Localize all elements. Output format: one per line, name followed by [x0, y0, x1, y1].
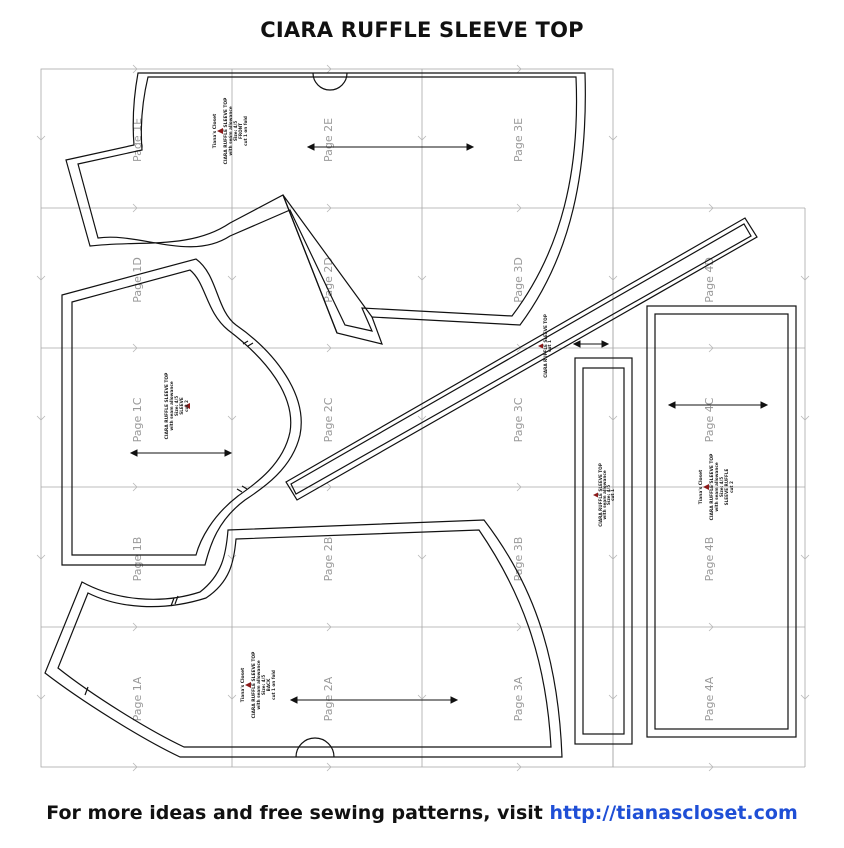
narrow-strip-size: Size: 4/5	[606, 485, 611, 505]
footer: For more ideas and free sewing patterns,…	[0, 802, 844, 824]
front-line2: with seam allowance	[228, 106, 233, 155]
page-label-3B: Page 3B	[512, 537, 525, 582]
page-label-3A: Page 3A	[512, 676, 525, 721]
back-line2: with seam allowance	[256, 660, 261, 709]
page-label-4B: Page 4B	[703, 537, 716, 582]
grid-markers	[36, 64, 810, 772]
footer-link[interactable]: http://tianascloset.com	[549, 802, 798, 824]
sleeve-ruffle-label: Tiana's Closet CIARA RUFFLE SLEEVE TOP w…	[698, 453, 734, 520]
back-piece	[44, 519, 563, 758]
page-label-3D: Page 3D	[512, 257, 525, 303]
tiana-logo-icon	[593, 492, 598, 498]
back-title: CIARA RUFFLE SLEEVE TOP	[251, 651, 257, 718]
page-label-2A: Page 2A	[322, 676, 335, 721]
back-size: Size: 4/5	[261, 675, 266, 695]
sleeve-cut: cut 2	[184, 400, 189, 412]
sleeve-piece	[61, 258, 302, 566]
page-grid	[40, 68, 806, 768]
front-title: CIARA RUFFLE SLEEVE TOP	[223, 97, 229, 164]
narrow-strip-grainline	[572, 340, 610, 348]
sleeve-line2: with seam allowance	[169, 381, 174, 430]
ruffle-brand: Tiana's Closet	[698, 470, 704, 504]
page-label-1C: Page 1C	[131, 397, 144, 442]
tiana-logo-icon	[217, 128, 223, 134]
front-brand: Tiana's Closet	[212, 114, 218, 148]
ruffle-name: SLEEVE RUFFLE	[724, 468, 729, 505]
narrow-strip-label: CIARA RUFFLE SLEEVE TOP with seam allowa…	[593, 463, 615, 527]
back-name: BACK	[266, 678, 271, 692]
footer-text: For more ideas and free sewing patterns,…	[46, 802, 550, 824]
sleeve-ruffle-grainline	[667, 401, 769, 409]
page-label-2C: Page 2C	[322, 397, 335, 442]
page-label-2E: Page 2E	[322, 118, 335, 162]
binding-strip-title: CIARA RUFFLE SLEEVE TOP	[543, 314, 548, 378]
page-title: CIARA RUFFLE SLEEVE TOP	[260, 18, 584, 42]
page-labels: Page 1E Page 1D Page 1C Page 1B Page 1A …	[131, 118, 716, 721]
back-label: Tiana's Closet CIARA RUFFLE SLEEVE TOP w…	[240, 651, 276, 718]
back-brand: Tiana's Closet	[240, 668, 246, 702]
page-label-1B: Page 1B	[131, 537, 144, 582]
narrow-strip-line2: with seam allowance	[602, 470, 607, 519]
narrow-strip-title: CIARA RUFFLE SLEEVE TOP	[598, 463, 603, 527]
page-label-2D: Page 2D	[322, 257, 335, 303]
sleeve-grainline	[129, 449, 233, 457]
tiana-logo-icon	[703, 484, 709, 490]
ruffle-line2: with seam allowance	[714, 462, 719, 511]
back-grainline	[289, 696, 459, 704]
page-label-3E: Page 3E	[512, 118, 525, 162]
tiana-logo-icon	[245, 682, 251, 688]
tiana-logo-icon	[538, 343, 543, 349]
front-label: Tiana's Closet CIARA RUFFLE SLEEVE TOP w…	[212, 97, 248, 164]
ruffle-size: Size: 4/5	[719, 477, 724, 497]
page-label-1A: Page 1A	[131, 676, 144, 721]
front-grainline	[306, 143, 475, 151]
ruffle-cut: cut 2	[729, 481, 734, 493]
back-cut: cut 1 on fold	[271, 670, 276, 700]
page-label-4A: Page 4A	[703, 676, 716, 721]
front-name: FRONT	[238, 123, 243, 139]
binding-strip-label: CIARA RUFFLE SLEEVE TOP cut 1	[538, 314, 552, 378]
binding-strip-cut: cut 1	[547, 340, 552, 352]
narrow-strip-cut: cut 1	[610, 489, 615, 501]
front-cut: cut 1 on fold	[243, 116, 248, 146]
sleeve-size: Size: 4/5	[174, 396, 179, 416]
front-size: Size: 4/5	[233, 121, 238, 141]
page-label-4C: Page 4C	[703, 397, 716, 442]
narrow-strip-piece	[574, 357, 633, 745]
sleeve-label: CIARA RUFFLE SLEEVE TOP with seam allowa…	[164, 372, 190, 439]
front-piece	[65, 72, 586, 345]
sleeve-title: CIARA RUFFLE SLEEVE TOP	[164, 372, 170, 439]
page-label-2B: Page 2B	[322, 537, 335, 582]
sleeve-ruffle-piece	[646, 305, 797, 738]
tiana-logo-icon	[184, 403, 190, 409]
page-label-1E: Page 1E	[131, 118, 144, 162]
page-label-1D: Page 1D	[131, 257, 144, 303]
binding-strip-piece	[285, 217, 758, 501]
ruffle-title: CIARA RUFFLE SLEEVE TOP	[709, 453, 715, 520]
sleeve-name: SLEEVE	[179, 397, 184, 415]
page-label-3C: Page 3C	[512, 397, 525, 442]
page-label-4D: Page 4D	[703, 257, 716, 303]
